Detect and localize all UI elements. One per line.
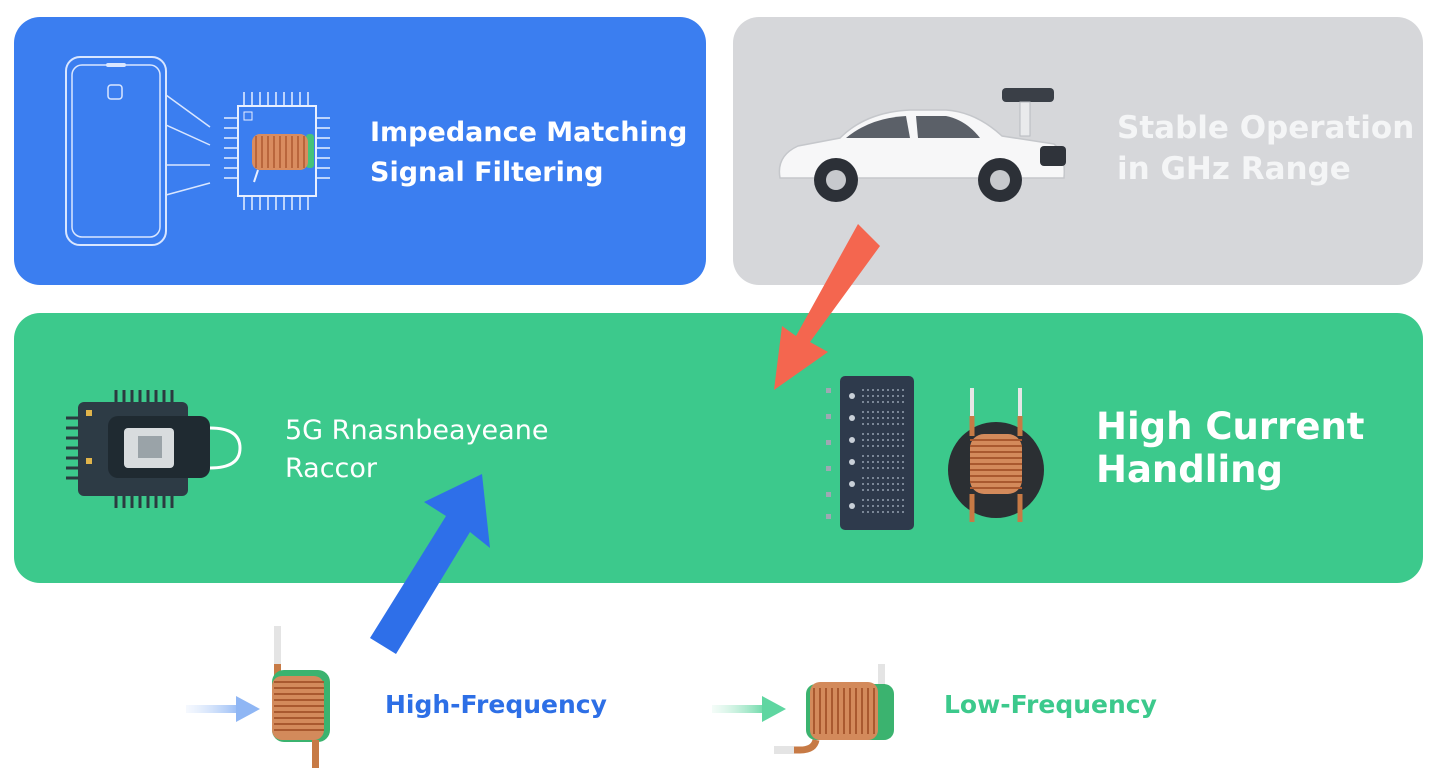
red-arrow-icon [774, 224, 880, 390]
signal-filtering-label: Signal Filtering [370, 157, 604, 188]
raccor-label: Raccor [285, 453, 378, 484]
coil-inductor-icon [272, 626, 330, 768]
ghz-range-label: in GHz Range [1117, 151, 1351, 187]
impedance-matching-label: Impedance Matching [370, 117, 688, 148]
green-panel [14, 313, 1423, 583]
stable-operation-label: Stable Operation [1117, 110, 1415, 146]
server-rack-icon [826, 376, 914, 530]
low-frequency-label: Low-Frequency [944, 690, 1157, 719]
blue-panel-text: Impedance Matching Signal Filtering [370, 113, 687, 193]
toroid-inductor-icon [948, 388, 1044, 522]
high-current-label: High Current [1096, 405, 1365, 448]
rf-module-icon [66, 390, 242, 508]
blue-panel [14, 17, 706, 285]
high-frequency-label: High-Frequency [385, 690, 607, 719]
green-left-text: 5G Rnasnbeayeane Raccor [285, 412, 548, 488]
car-icon [778, 88, 1066, 202]
low-frequency-arrow-icon [712, 696, 786, 722]
green-right-text: High Current Handling [1096, 405, 1364, 491]
high-frequency-arrow-icon [186, 696, 260, 722]
gray-panel-text: Stable Operation in GHz Range [1117, 108, 1414, 190]
handling-label: Handling [1096, 448, 1283, 491]
coil-inductor-low-icon [774, 664, 894, 754]
5g-label: 5G Rnasnbeayeane [285, 415, 549, 446]
chip-inductor-icon [224, 92, 330, 210]
blue-arrow-icon [370, 474, 490, 654]
smartphone-icon [65, 56, 211, 246]
